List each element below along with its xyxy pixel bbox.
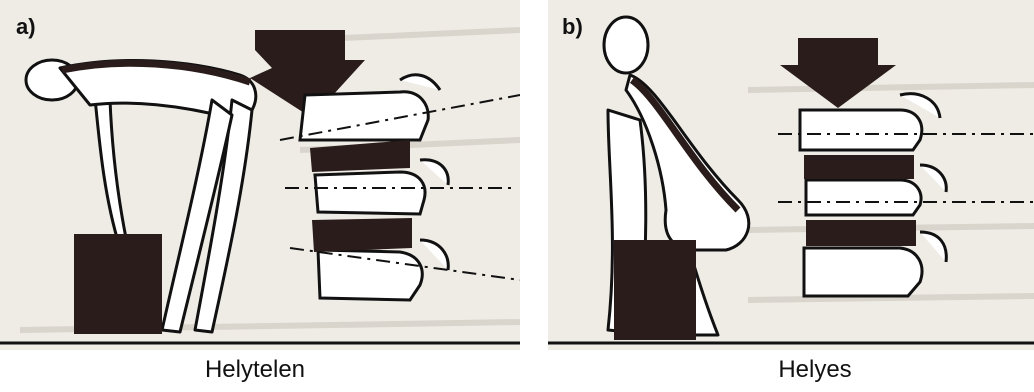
compressed-disc — [312, 218, 412, 252]
panel-incorrect: a) — [0, 0, 520, 350]
caption-correct: Helyes — [680, 356, 950, 384]
panel-label: a) — [16, 14, 36, 40]
panel-correct: b) — [548, 0, 1034, 350]
healthy-disc — [806, 220, 916, 246]
load-box — [74, 234, 162, 334]
healthy-disc — [804, 155, 914, 179]
load-box — [614, 240, 696, 340]
correct-lifting-illustration — [548, 0, 1034, 350]
panel-label: b) — [562, 14, 583, 40]
caption-incorrect: Helytelen — [120, 356, 390, 384]
incorrect-lifting-illustration — [0, 0, 520, 350]
